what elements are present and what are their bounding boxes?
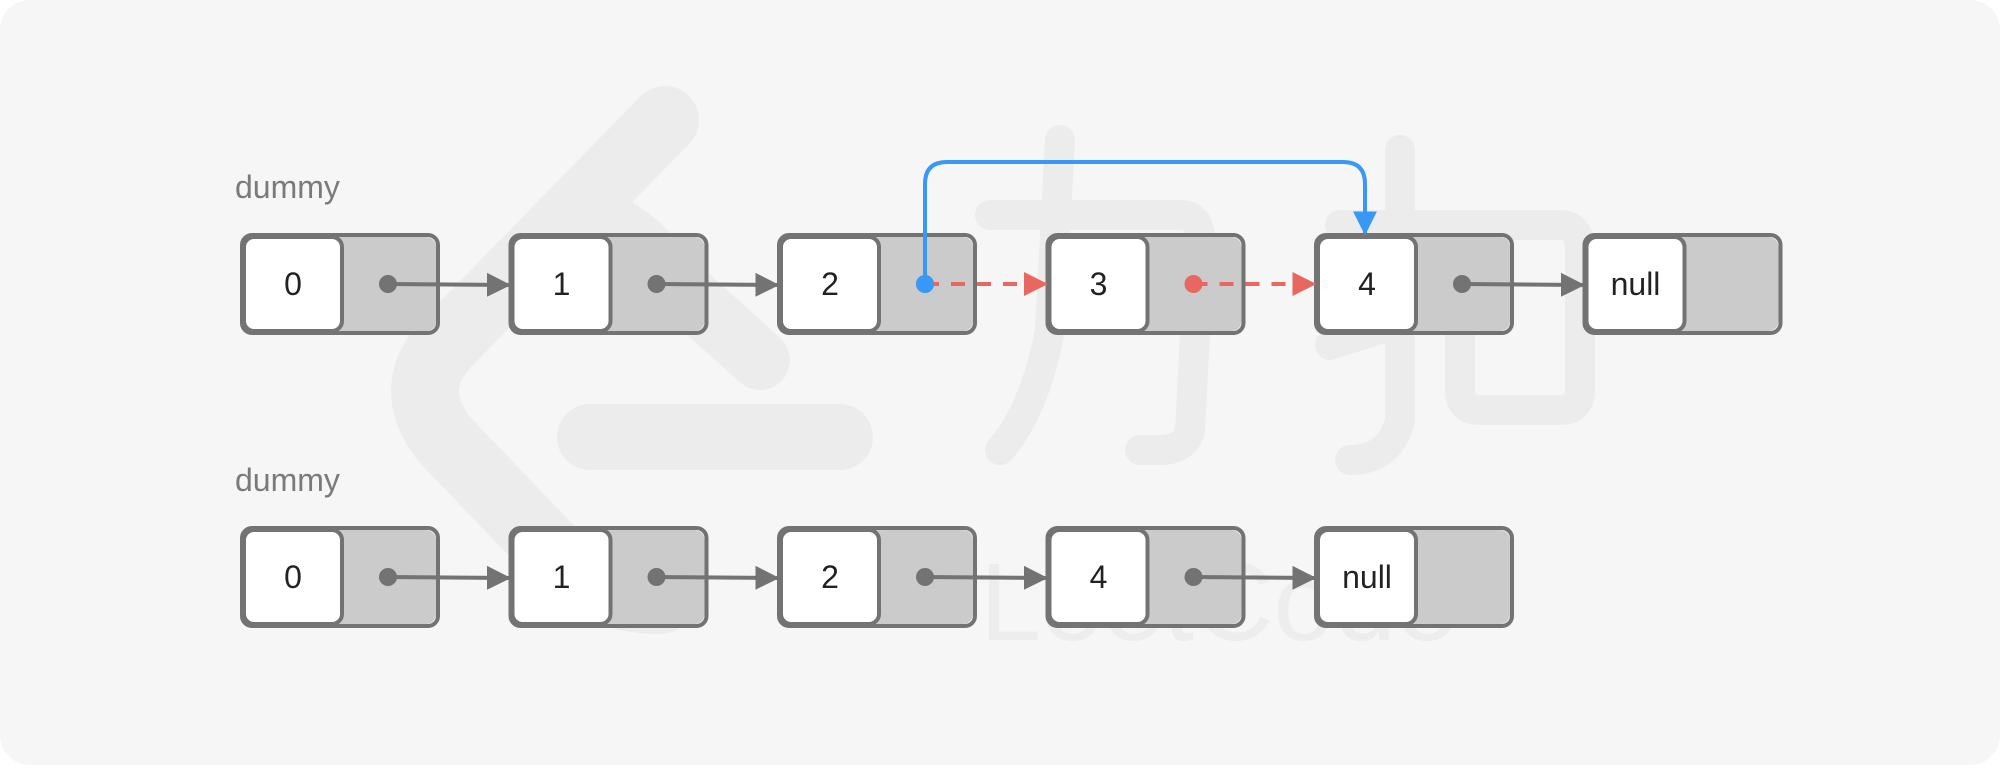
next-pointer-arrow — [387, 565, 511, 590]
node-value: 0 — [284, 559, 302, 595]
node-value: 2 — [821, 266, 839, 302]
row-label-before: dummy — [235, 169, 340, 205]
list-node: 1 — [508, 526, 780, 628]
list-node: 1 — [508, 233, 780, 335]
new-link-dot — [916, 275, 934, 293]
list-node: 4 — [1314, 233, 1585, 335]
next-pointer-arrow — [1193, 565, 1317, 590]
removed-link-dot — [1184, 275, 1203, 293]
link-overlay — [916, 160, 1377, 296]
new-link-arrow — [923, 160, 1377, 284]
list-node: 0 — [240, 233, 511, 335]
node-value: 1 — [553, 266, 571, 302]
linked-list-after: 0 1 2 4 null — [240, 526, 1514, 628]
next-pointer-arrow — [1461, 272, 1585, 297]
node-border — [1314, 526, 1514, 628]
list-node: null — [1314, 526, 1514, 628]
node-value: null — [1611, 266, 1661, 302]
node-value: 4 — [1358, 266, 1376, 302]
list-node: 3 — [1045, 233, 1246, 335]
node-value: null — [1342, 559, 1392, 595]
next-pointer-arrow — [387, 272, 511, 297]
node-value: 3 — [1090, 266, 1108, 302]
linked-list-before: 0 1 2 3 4 null — [240, 233, 1783, 335]
node-border — [777, 233, 977, 335]
node-value: 0 — [284, 266, 302, 302]
list-node: 4 — [1045, 526, 1317, 628]
node-border — [1582, 233, 1783, 335]
row-label-after: dummy — [235, 462, 340, 498]
list-node: null — [1582, 233, 1783, 335]
list-node: 2 — [777, 233, 977, 335]
next-pointer-arrow — [656, 272, 780, 297]
list-node: 2 — [777, 526, 1048, 628]
next-pointer-arrow — [924, 565, 1048, 590]
node-value: 1 — [553, 559, 571, 595]
next-pointer-arrow — [656, 565, 780, 590]
node-value: 4 — [1090, 559, 1108, 595]
list-node: 0 — [240, 526, 511, 628]
node-value: 2 — [821, 559, 839, 595]
